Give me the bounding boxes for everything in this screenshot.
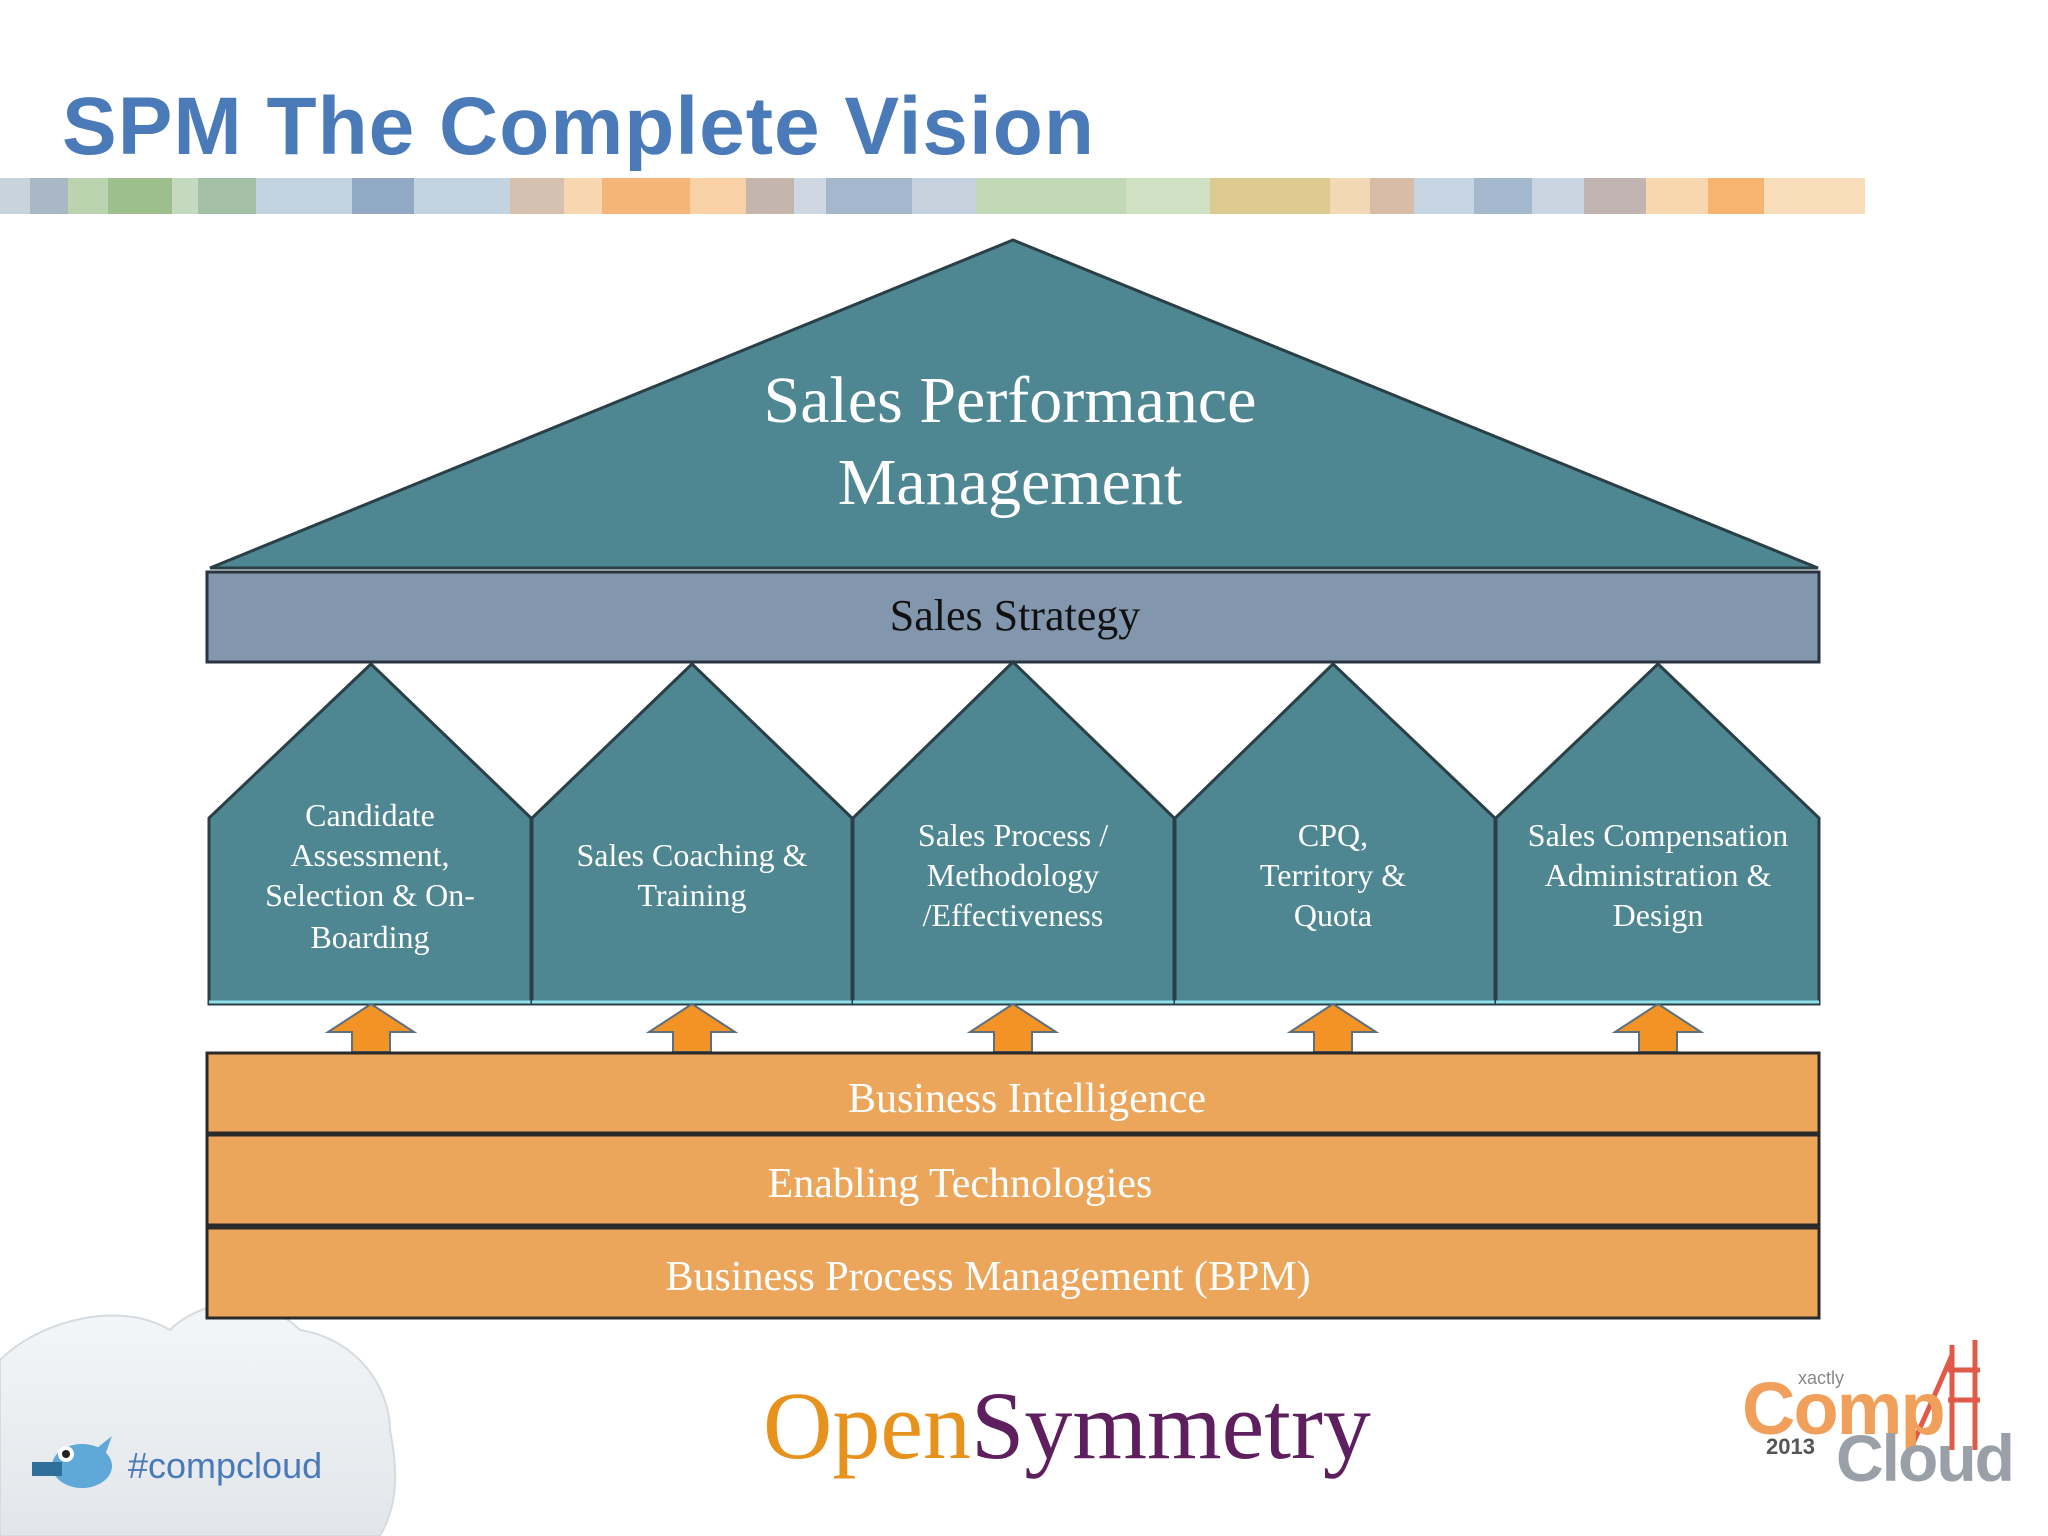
compcloud-cloud-text: Cloud: [1836, 1421, 2015, 1495]
up-arrow-icon: [645, 1002, 739, 1053]
pillar-4-line-1: CPQ,: [1298, 817, 1368, 853]
up-arrow-icon: [324, 1002, 418, 1053]
twitter-bird-icon: [32, 1436, 112, 1488]
pillar-1-line-4: Boarding: [310, 919, 429, 955]
roof-title-line-2: Management: [838, 446, 1183, 519]
slide-title: SPM The Complete Vision: [62, 81, 1095, 172]
pillar-1-line-3: Selection & On-: [265, 877, 475, 913]
pillar-1: Candidate Assessment, Selection & On- Bo…: [207, 661, 533, 1006]
compcloud-comp-text: Comp: [1742, 1367, 1946, 1450]
logo-part-open: Open: [763, 1372, 971, 1479]
compcloud-xactly-text: xactly: [1798, 1368, 1845, 1388]
up-arrow-icon: [966, 1002, 1060, 1053]
pillar-3-line-1: Sales Process /: [918, 817, 1108, 853]
bpm-label: Business Process Management (BPM): [665, 1254, 1310, 1300]
pillar-4-line-3: Quota: [1294, 897, 1372, 933]
up-arrow-icon: [1286, 1002, 1380, 1053]
pillar-4: CPQ, Territory & Quota: [1173, 661, 1497, 1006]
pillar-3: Sales Process / Methodology /Effectivene…: [851, 659, 1176, 1006]
business-intelligence-label: Business Intelligence: [848, 1076, 1206, 1122]
compcloud-year-text: 2013: [1766, 1434, 1815, 1459]
pillar-2: Sales Coaching & Training: [530, 661, 854, 1006]
golden-gate-bridge-icon: [1907, 1340, 1980, 1452]
pillar-1-line-1: Candidate: [305, 797, 435, 833]
cloud-decoration: [0, 1302, 397, 1536]
opensymmetry-logo: OpenSymmetry: [763, 1378, 1371, 1474]
sales-strategy-bar: [205, 570, 1821, 664]
roof-triangle: [209, 238, 1819, 570]
pillar-2-line-1: Sales Coaching &: [576, 837, 807, 873]
pillar-2-line-2: Training: [637, 877, 746, 913]
bpm-bar: [205, 1226, 1821, 1320]
pillar-5-line-1: Sales Compensation: [1528, 817, 1788, 853]
pillar-5-line-2: Administration &: [1545, 857, 1772, 893]
roof-title-line-1: Sales Performance: [764, 364, 1257, 437]
pillar-3-line-2: Methodology: [927, 857, 1099, 893]
business-intelligence-bar: [205, 1051, 1821, 1135]
pillar-5-line-3: Design: [1613, 897, 1704, 933]
pillar-4-line-2: Territory &: [1260, 857, 1406, 893]
enabling-technologies-bar: [205, 1133, 1821, 1227]
decorative-color-stripe: [0, 178, 1885, 214]
logo-part-symmetry: Symmetry: [970, 1372, 1371, 1479]
enabling-technologies-label: Enabling Technologies: [768, 1161, 1153, 1207]
pillar-1-line-2: Assessment,: [290, 837, 449, 873]
up-arrow-icon: [1611, 1002, 1705, 1053]
sales-strategy-label: Sales Strategy: [890, 591, 1141, 640]
pillar-5: Sales Compensation Administration & Desi…: [1494, 661, 1821, 1006]
pillar-3-line-3: /Effectiveness: [923, 897, 1104, 933]
hashtag-label: #compcloud: [128, 1445, 323, 1486]
compcloud-logo: Comp xactly 2013 Cloud: [1730, 1340, 2030, 1510]
